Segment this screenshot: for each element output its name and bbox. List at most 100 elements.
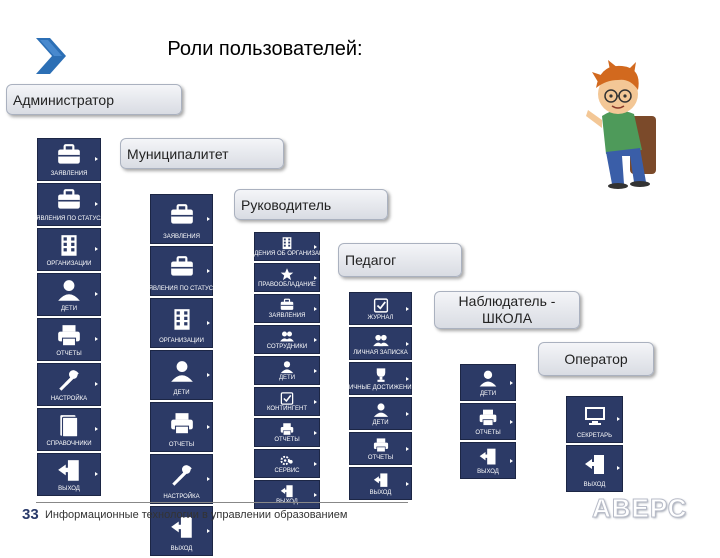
briefcase-icon	[56, 188, 82, 214]
menu-tile[interactable]: ОТЧЕТЫ	[37, 318, 101, 361]
menu-tile[interactable]: ОРГАНИЗАЦИИ	[150, 298, 213, 348]
menu-tile[interactable]: ЗАЯВЛЕНИЯ ПО СТАТУСАМ	[37, 183, 101, 226]
star-icon	[280, 267, 295, 282]
person-icon	[280, 360, 295, 375]
menu-tile[interactable]: ОРГАНИЗАЦИИ	[37, 228, 101, 271]
caret-right-icon	[207, 217, 210, 221]
caret-right-icon	[95, 202, 98, 206]
tools-icon	[56, 368, 82, 394]
printer-icon	[280, 422, 295, 437]
menu-tile[interactable]: СЕКРЕТАРЬ	[566, 396, 623, 443]
menu-tile[interactable]: ЖУРНАЛ	[349, 292, 412, 325]
menu-tile[interactable]: ЗАЯВЛЕНИЯ	[254, 294, 320, 323]
briefcase-icon	[56, 143, 82, 169]
caret-right-icon	[406, 342, 409, 346]
person-icon	[56, 278, 82, 304]
caret-right-icon	[510, 381, 513, 385]
caret-right-icon	[95, 292, 98, 296]
caret-right-icon	[314, 338, 317, 342]
menu-tile-label: НАСТРОЙКА	[51, 396, 87, 405]
caret-right-icon	[314, 493, 317, 497]
caret-right-icon	[207, 477, 210, 481]
menu-tile[interactable]: КОНТИНГЕНТ	[254, 387, 320, 416]
menu-tile-label: ОРГАНИЗАЦИИ	[159, 338, 204, 347]
menu-tile[interactable]: ЛИЧНАЯ ЗАПИСКА	[349, 327, 412, 360]
menu-tile[interactable]: ЗАЯВЛЕНИЯ	[150, 194, 213, 244]
building-icon	[280, 236, 295, 251]
cartoon-boy-illustration	[580, 58, 670, 190]
caret-right-icon	[406, 447, 409, 451]
menu-tile[interactable]: ДЕТИ	[37, 273, 101, 316]
printer-icon	[372, 437, 389, 454]
page-number: 33	[22, 506, 39, 523]
caret-right-icon	[617, 417, 620, 421]
menu-tile-label: СПРАВОЧНИКИ	[46, 441, 91, 450]
menu-tile-label: ЗАЯВЛЕНИЯ ПО СТАТУСАМ	[29, 216, 110, 225]
menu-tile-label: ОТЧЕТЫ	[274, 437, 299, 446]
building-icon	[169, 307, 195, 333]
menu-tile[interactable]: ВЫХОД	[254, 480, 320, 509]
caret-right-icon	[314, 369, 317, 373]
caret-right-icon	[510, 459, 513, 463]
role-label-line2: ШКОЛА	[482, 310, 532, 327]
menu-tile[interactable]: ДЕТИ	[460, 364, 516, 401]
caret-right-icon	[314, 400, 317, 404]
role-administrator: Администратор	[6, 84, 182, 115]
caret-right-icon	[95, 472, 98, 476]
menu-tile-label: СЕРВИС	[275, 468, 300, 477]
menu-tile-label: КОНТИНГЕНТ	[267, 406, 307, 415]
menu-tile-label: ОТЧЕТЫ	[368, 455, 393, 464]
role-teacher: Педагог	[338, 243, 462, 277]
caret-right-icon	[617, 466, 620, 470]
menu-tile-label: ВЫХОД	[584, 482, 606, 491]
menu-tile[interactable]: ВЫХОД	[349, 467, 412, 500]
menu-tile-label: ДЕТИ	[279, 375, 295, 384]
menu-tile[interactable]: СВЕДЕНИЯ ОБ ОРГАНИЗАЦИИ	[254, 232, 320, 261]
menu-tile[interactable]: СОТРУДНИКИ	[254, 325, 320, 354]
exit-icon	[583, 453, 607, 477]
caret-right-icon	[207, 269, 210, 273]
menu-tile[interactable]: НАСТРОЙКА	[37, 363, 101, 406]
building-icon	[56, 233, 82, 259]
avers-logo: АВЕРС	[592, 493, 687, 524]
book-icon	[56, 413, 82, 439]
menu-tile-label: ВЫХОД	[58, 486, 80, 495]
menu-tile-label: ЖУРНАЛ	[368, 315, 394, 324]
caret-right-icon	[314, 245, 317, 249]
menu-tile[interactable]: ОТЧЕТЫ	[150, 402, 213, 452]
menu-tile[interactable]: ПРАВООБЛАДАНИЕ	[254, 263, 320, 292]
menu-tile-label: ЛИЧНЫЕ ДОСТИЖЕНИЯ	[345, 385, 416, 394]
caret-right-icon	[406, 377, 409, 381]
menu-tile[interactable]: ДЕТИ	[150, 350, 213, 400]
menu-tile-label: ВЫХОД	[477, 469, 499, 478]
menu-tile[interactable]: ЗАЯВЛЕНИЯ	[37, 138, 101, 181]
menu-tile[interactable]: ОТЧЕТЫ	[349, 432, 412, 465]
menu-tile-label: ЗАЯВЛЕНИЯ	[51, 171, 88, 180]
menu-column-operator: СЕКРЕТАРЬ ВЫХОД	[566, 396, 623, 494]
menu-tile[interactable]: ЛИЧНЫЕ ДОСТИЖЕНИЯ	[349, 362, 412, 395]
menu-tile[interactable]: СЕРВИС	[254, 449, 320, 478]
menu-tile[interactable]: ДЕТИ	[254, 356, 320, 385]
caret-right-icon	[314, 431, 317, 435]
menu-tile[interactable]: ОТЧЕТЫ	[460, 403, 516, 440]
menu-tile-label: ВЫХОД	[370, 490, 392, 499]
menu-tile[interactable]: ВЫХОД	[566, 445, 623, 492]
menu-tile[interactable]: ДЕТИ	[349, 397, 412, 430]
monitor-icon	[583, 404, 607, 428]
caret-right-icon	[207, 425, 210, 429]
menu-tile[interactable]: ВЫХОД	[37, 453, 101, 496]
menu-tile[interactable]: ЗАЯВЛЕНИЯ ПО СТАТУСАМ	[150, 246, 213, 296]
footer-divider	[36, 502, 408, 503]
role-label: Оператор	[564, 351, 627, 367]
group-icon	[280, 329, 295, 344]
caret-right-icon	[207, 529, 210, 533]
menu-tile-label: СЕКРЕТАРЬ	[577, 433, 612, 442]
menu-tile[interactable]: НАСТРОЙКА	[150, 454, 213, 504]
menu-tile[interactable]: СПРАВОЧНИКИ	[37, 408, 101, 451]
caret-right-icon	[406, 482, 409, 486]
printer-icon	[478, 408, 498, 428]
menu-tile[interactable]: ВЫХОД	[460, 442, 516, 479]
menu-column-teacher: ЖУРНАЛ ЛИЧНАЯ ЗАПИСКАЛИЧНЫЕ ДОСТИЖЕНИЯДЕТ…	[349, 292, 412, 502]
role-label: Педагог	[345, 252, 396, 268]
menu-tile[interactable]: ОТЧЕТЫ	[254, 418, 320, 447]
